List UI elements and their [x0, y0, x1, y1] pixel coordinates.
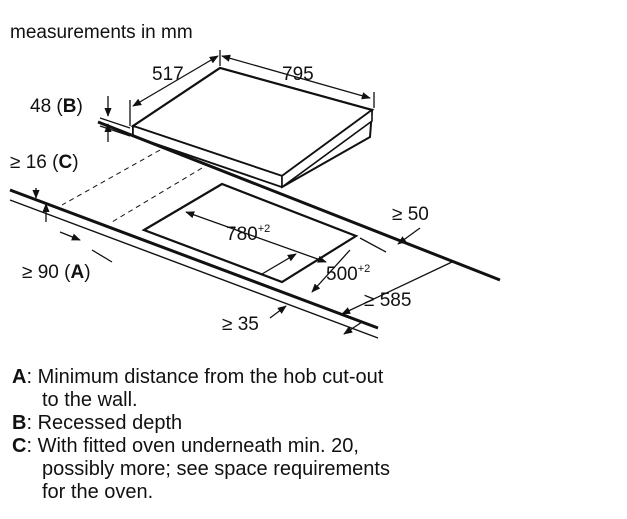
- dim-label-16-c: ≥ 16 (C): [10, 152, 79, 173]
- hob-plate: [130, 66, 375, 189]
- dim-label-585: ≥ 585: [364, 290, 411, 311]
- legend-text-c-1: With fitted oven underneath min. 20,: [37, 435, 359, 457]
- legend-key-b: B: [12, 412, 27, 434]
- legend-text-c-3: for the oven.: [42, 481, 154, 503]
- projection-lines: [61, 149, 203, 223]
- dim-label-795: 795: [282, 64, 314, 85]
- legend: A: Minimum distance from the hob cut-out…: [12, 366, 612, 504]
- legend-text-c-2: possibly more; see space requirements: [42, 458, 390, 480]
- legend-item-a: A: Minimum distance from the hob cut-out…: [12, 366, 612, 412]
- legend-key-a: A: [12, 366, 27, 388]
- legend-text-a-1: Minimum distance from the hob cut-out: [37, 366, 384, 388]
- dim-label-500: 500+2: [326, 263, 370, 285]
- legend-key-c: C: [12, 435, 27, 457]
- dim-label-48-b: 48 (B): [30, 96, 83, 117]
- dim-label-90-a: ≥ 90 (A): [22, 262, 91, 283]
- dim-label-35: ≥ 35: [222, 314, 259, 335]
- legend-item-c: C: With fitted oven underneath min. 20, …: [12, 435, 612, 504]
- dim-label-780: 780+2: [226, 223, 270, 245]
- measurements-title: measurements in mm: [10, 22, 193, 43]
- dimension-lines: [32, 50, 453, 335]
- legend-text-b-1: Recessed depth: [37, 412, 183, 434]
- dim-label-50: ≥ 50: [392, 204, 429, 225]
- legend-text-a-2: to the wall.: [42, 389, 138, 411]
- dim-label-517: 517: [152, 64, 184, 85]
- legend-item-b: B: Recessed depth: [12, 412, 183, 434]
